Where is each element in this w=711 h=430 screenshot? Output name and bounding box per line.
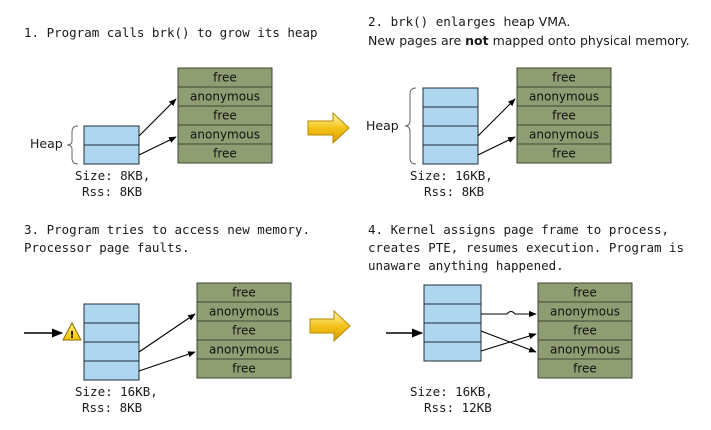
rss-text: Rss: 8KB	[424, 184, 484, 199]
rss-text: Rss: 8KB	[82, 184, 142, 199]
frame-label: free	[232, 362, 256, 376]
physical-memory-1: free anonymous free anonymous free	[177, 67, 273, 164]
size-text: Size: 16KB,	[75, 384, 158, 399]
size-text: Size: 16KB,	[410, 384, 493, 399]
panel-3-caption-line-1: 3. Program tries to access new memory.	[24, 222, 310, 237]
warning-triangle-icon: !	[62, 321, 82, 341]
physical-memory-3: free anonymous free anonymous free	[196, 282, 292, 379]
frame-label: free	[552, 147, 576, 161]
heap-label: Heap	[30, 136, 63, 151]
heap-brace	[404, 87, 417, 165]
frame-label: free	[552, 109, 576, 123]
rss-text: Rss: 12KB	[424, 400, 492, 415]
mapping-arrow	[480, 333, 537, 352]
rss-text: Rss: 8KB	[82, 400, 142, 415]
frame-label: free	[213, 71, 237, 85]
frame-label: anonymous	[190, 128, 260, 142]
frame-label: free	[232, 324, 256, 338]
panel-3-caption-line-2: Processor page faults.	[24, 240, 190, 255]
frame-label: free	[232, 286, 256, 300]
mapping-arrow	[480, 330, 537, 353]
mapping-arrow	[138, 98, 177, 137]
heap-brace	[66, 125, 79, 165]
svg-text:!: !	[70, 330, 75, 341]
frame-label: anonymous	[209, 305, 279, 319]
frame-label: free	[573, 362, 597, 376]
mapping-arrow	[477, 98, 516, 137]
panel-1-caption-line-1: 1. Program calls brk() to grow its heap	[24, 25, 318, 40]
frame-label: free	[552, 71, 576, 85]
physical-memory-4: free anonymous free anonymous free	[537, 282, 633, 379]
frame-label: anonymous	[550, 343, 620, 357]
heap-label: Heap	[366, 118, 399, 133]
panel-4-caption-line-2: creates PTE, resumes execution. Program …	[368, 240, 684, 255]
heap-vma-3	[83, 303, 140, 381]
panel-4-caption-line-3: unaware anything happened.	[368, 258, 564, 273]
size-text: Size: 16KB,	[410, 168, 493, 183]
size-text: Size: 8KB,	[75, 168, 150, 183]
panel-1: 1. Program calls brk() to grow its heap …	[24, 25, 318, 199]
frame-label: anonymous	[209, 343, 279, 357]
frame-label: anonymous	[550, 305, 620, 319]
physical-memory-2: free anonymous free anonymous free	[516, 67, 612, 164]
heap-vma-4	[423, 284, 482, 362]
panel-3: 3. Program tries to access new memory. P…	[24, 222, 310, 415]
frame-label: free	[573, 324, 597, 338]
frame-label: anonymous	[529, 128, 599, 142]
mapping-arrow	[477, 136, 516, 156]
mapping-arrow	[138, 136, 177, 156]
right-block-arrow-icon	[309, 309, 351, 343]
panel-4: 4. Kernel assigns page frame to process,…	[368, 222, 684, 415]
frame-label: free	[573, 286, 597, 300]
mapping-arrow	[481, 310, 537, 318]
frame-label: free	[213, 109, 237, 123]
mapping-arrow	[138, 313, 196, 353]
heap-vma-1	[83, 125, 140, 165]
right-block-arrow-icon	[307, 111, 350, 145]
frame-label: anonymous	[190, 90, 260, 104]
frame-label: anonymous	[529, 90, 599, 104]
frame-label: free	[213, 147, 237, 161]
panel-2-caption-line-2: New pages are not mapped onto physical m…	[368, 33, 690, 48]
heap-vma-2	[422, 87, 479, 165]
mapping-arrow	[138, 351, 196, 372]
panel-2-caption-line-1: 2. brk() enlarges heap VMA.	[368, 14, 570, 29]
panel-2: 2. brk() enlarges heap VMA. New pages ar…	[366, 14, 690, 199]
panel-4-caption-line-1: 4. Kernel assigns page frame to process,	[368, 222, 669, 237]
